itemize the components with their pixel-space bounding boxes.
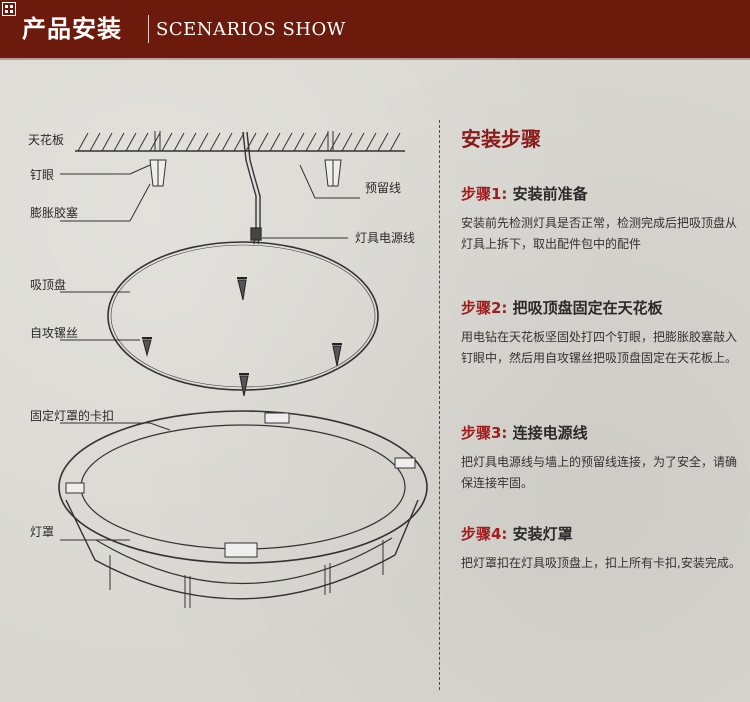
base-plate-drawing: [107, 241, 379, 391]
label-clip: 固定灯罩的卡扣: [30, 409, 115, 423]
label-ceiling: 天花板: [28, 133, 65, 147]
step-2-number: 步骤2:: [461, 299, 508, 317]
header-separator: [148, 15, 149, 43]
step-1-heading: 步骤1: 安装前准备: [461, 184, 588, 204]
step-3-title: 连接电源线: [512, 424, 588, 442]
step-1-number: 步骤1:: [461, 185, 508, 203]
step-4-heading: 步骤4: 安装灯罩: [461, 524, 573, 544]
wires: [242, 131, 262, 245]
step-1-title: 安装前准备: [512, 185, 588, 203]
anchors: [149, 159, 342, 187]
label-screw: 自攻镙丝: [30, 326, 79, 340]
step-3-heading: 步骤3: 连接电源线: [461, 423, 588, 443]
page-title: 产品安装: [22, 15, 122, 43]
header-bar: 产品安装 SCENARIOS SHOW: [0, 0, 750, 58]
nail-holes: [154, 131, 334, 151]
step-4-body: 把灯罩扣在灯具吸顶盘上，扣上所有卡扣,安装完成。: [461, 556, 741, 570]
step-2-body: 用电钻在天花板坚固处打四个钉眼，把膨胀胶塞敲入钉眼中，然后用自攻镙丝把吸顶盘固定…: [461, 330, 738, 365]
leader-lines: [60, 164, 360, 541]
step-4-title: 安装灯罩: [512, 525, 573, 543]
header-underline: [0, 58, 750, 60]
step-2-title: 把吸顶盘固定在天花板: [512, 299, 663, 317]
label-power-wire: 灯具电源线: [355, 231, 416, 245]
step-1-body: 安装前先检测灯具是否正常，检测完成后把吸顶盘从灯具上拆下，取出配件包中的配件: [461, 216, 738, 251]
lamp-shade-drawing: [58, 410, 428, 608]
steps-title: 安装步骤: [461, 127, 541, 151]
label-shade: 灯罩: [30, 525, 55, 539]
label-anchor: 膨胀胶塞: [30, 206, 79, 220]
installation-diagram: 天花板 钉眼 膨胀胶塞 预留线 灯具电源线 吸顶盘 自攻镙丝 固定灯罩的卡扣 灯…: [0, 60, 440, 702]
label-base-plate: 吸顶盘: [30, 278, 67, 292]
page-subtitle: SCENARIOS SHOW: [156, 19, 346, 40]
grid-logo-icon: [2, 2, 16, 16]
section-divider: [439, 120, 441, 690]
ceiling-drawing: [75, 132, 405, 152]
step-3-body: 把灯具电源线与墙上的预留线连接，为了安全，请确保连接牢固。: [461, 455, 738, 490]
step-3-number: 步骤3:: [461, 424, 508, 442]
diagram-illustration: [58, 131, 428, 608]
label-reserved-wire: 预留线: [365, 181, 402, 195]
screws: [142, 277, 342, 397]
label-nail-hole: 钉眼: [30, 168, 55, 182]
step-2-heading: 步骤2: 把吸顶盘固定在天花板: [461, 298, 663, 318]
step-4-number: 步骤4:: [461, 525, 508, 543]
